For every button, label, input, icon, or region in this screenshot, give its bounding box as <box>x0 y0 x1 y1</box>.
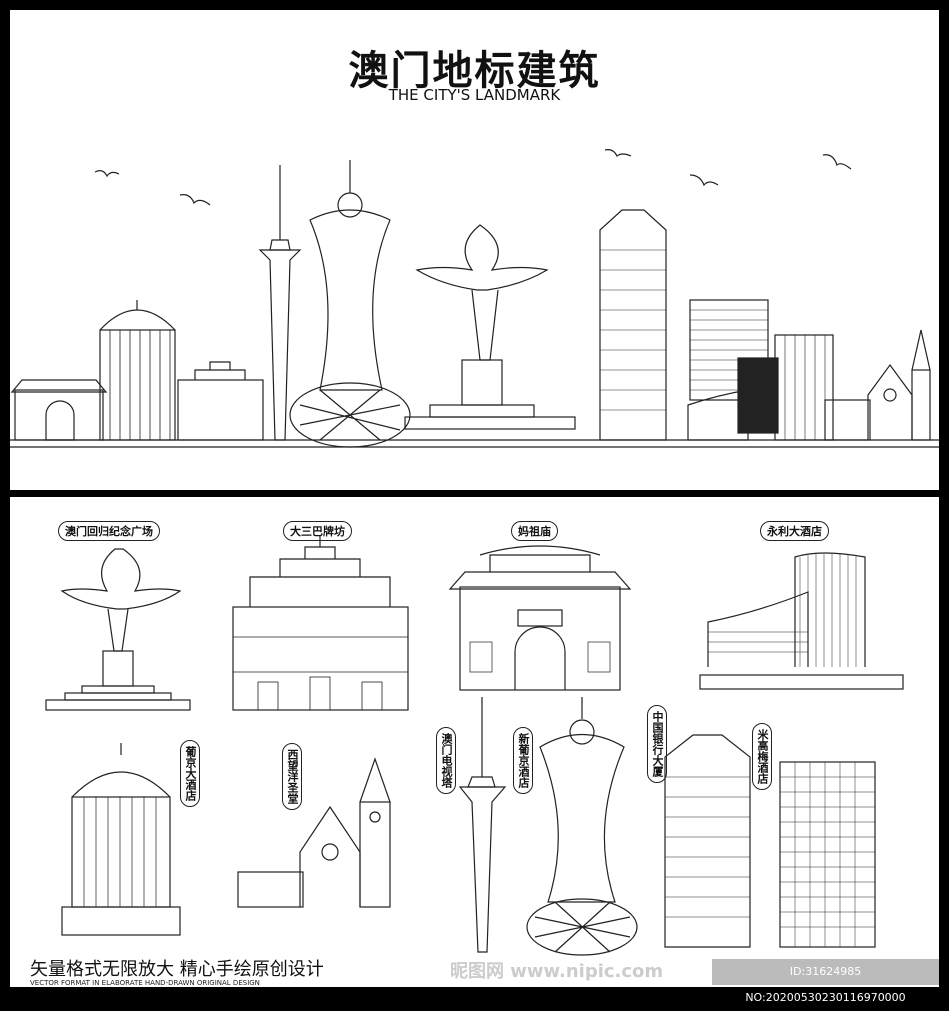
bird-icons <box>94 149 852 206</box>
a-ma-temple-drawing <box>448 545 632 691</box>
label-grand-lisboa: 新葡京酒店 <box>513 727 533 794</box>
a-ma-temple-drawing <box>10 379 108 441</box>
skyline-illustration <box>10 149 939 448</box>
slogan: 矢量格式无限放大 精心手绘原创设计 <box>30 959 324 980</box>
wynn-drawing <box>699 552 904 690</box>
label-ruins-st-paul: 大三巴牌坊 <box>283 521 352 541</box>
grand-lisboa-drawing <box>526 697 638 956</box>
bank-of-china-drawing <box>664 734 751 948</box>
mgm-wynn-drawing <box>687 299 834 441</box>
label-mgm: 米高梅酒店 <box>752 723 772 790</box>
page-subtitle: THE CITY'S LANDMARK <box>388 86 561 104</box>
ruins-st-paul-drawing <box>232 535 409 711</box>
lotus-monument-drawing <box>404 224 576 430</box>
macau-tower-drawing <box>458 697 507 953</box>
skyline-panel: 澳门地标建筑 THE CITY'S LANDMARK <box>10 10 939 490</box>
label-a-ma-temple: 妈祖庙 <box>511 521 558 541</box>
lisboa-drawing <box>61 743 181 936</box>
lotus-monument-drawing <box>45 548 191 711</box>
mgm-drawing <box>779 761 876 948</box>
penha-church-drawing <box>237 757 391 908</box>
page-title: 澳门地标建筑 <box>348 48 601 94</box>
lisboa-drawing <box>99 300 176 441</box>
penha-church-drawing <box>824 329 931 441</box>
label-bank-of-china: 中国银行大厦 <box>647 705 667 783</box>
label-macau-tower: 澳门电视塔 <box>436 727 456 794</box>
macau-tower-drawing <box>258 165 302 441</box>
watermark: 昵图网 www.nipic.com <box>450 961 664 982</box>
landmarks-panel: 澳门回归纪念广场 大三巴牌坊 妈祖庙 永利大酒店 葡京大酒店 西望洋圣堂 澳门电… <box>10 497 939 1004</box>
label-penha-church: 西望洋圣堂 <box>282 743 302 810</box>
image-id-badge: ID:31624985 NO:20200530230116970000 <box>712 959 939 1004</box>
label-wynn: 永利大酒店 <box>760 521 829 541</box>
slogan-english: VECTOR FORMAT IN ELABORATE HAND-DRAWN OR… <box>30 979 260 987</box>
grand-lisboa-drawing <box>289 160 411 448</box>
bank-of-china-drawing <box>599 209 667 441</box>
ruins-st-paul-drawing <box>177 361 264 441</box>
label-macau-return-square: 澳门回归纪念广场 <box>58 521 160 541</box>
landmarks-illustration <box>45 535 904 956</box>
label-lisboa: 葡京大酒店 <box>180 740 200 807</box>
